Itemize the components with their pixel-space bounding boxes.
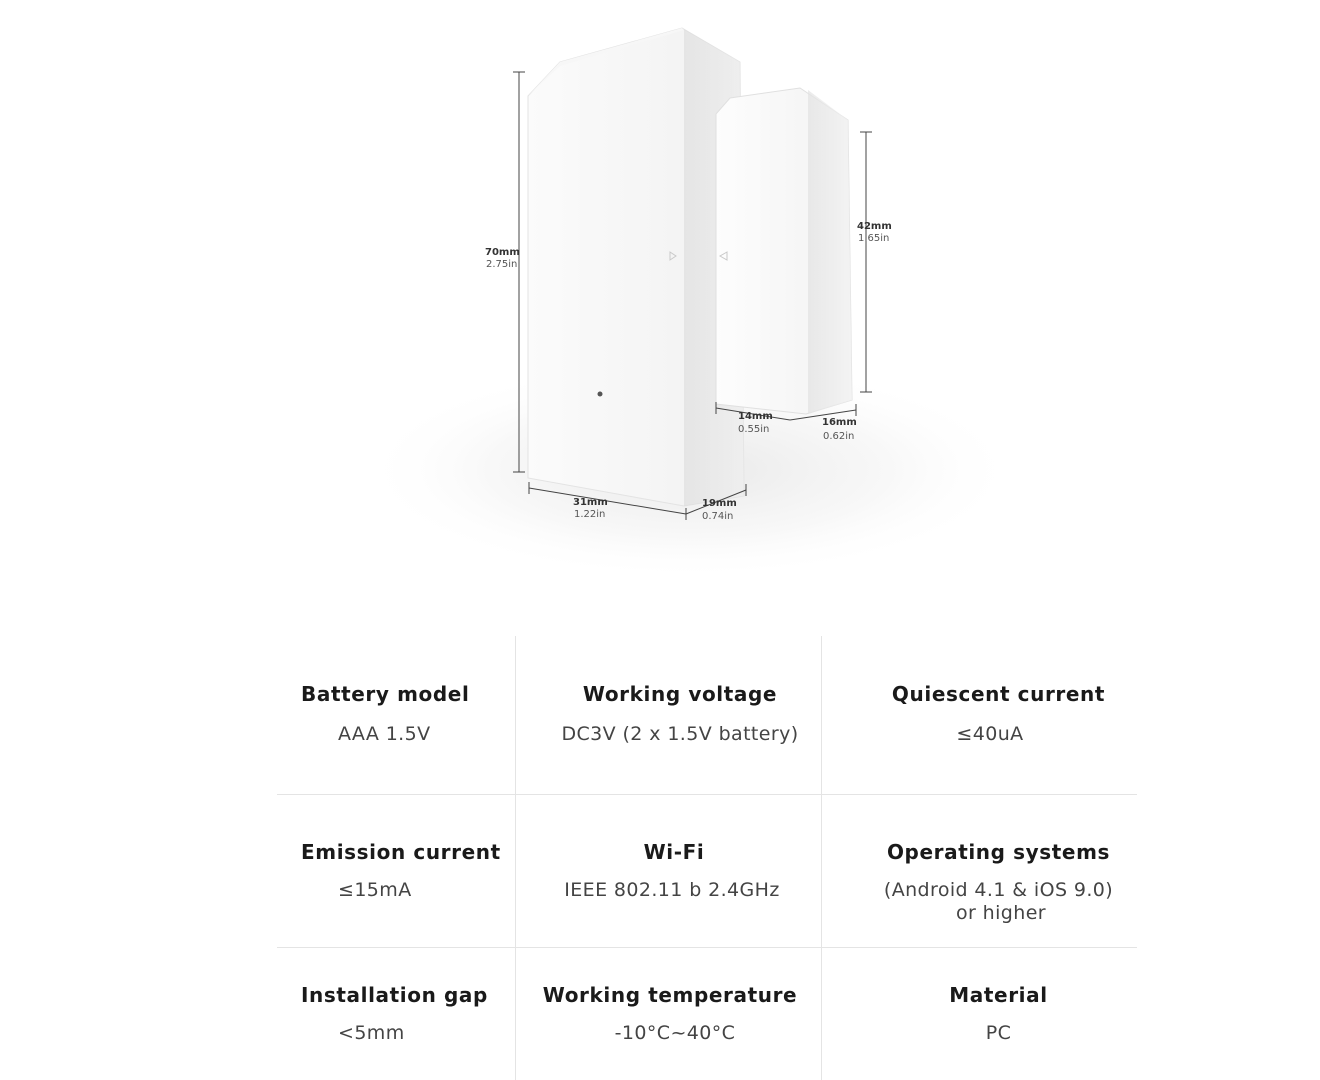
dim-magnet-width-in: 0.55in [738,424,769,435]
product-dimension-figure: 70mm 2.75in 42mm 1.65in 31mm 1.22in 19mm… [360,27,1020,580]
spec-label: Operating systems [886,840,1111,864]
spec-label: Wi-Fi [643,840,705,864]
led-indicator-icon [597,391,603,397]
dim-main-width-mm: 31mm [573,497,608,508]
row-divider [277,794,1137,795]
dim-magnet-depth-mm: 16mm [822,417,857,428]
spec-label: Emission current [301,840,501,864]
dimension-lines [513,71,872,520]
spec-value-line2: or higher [956,902,1046,924]
spec-value: -10°C~40°C [614,1022,736,1044]
spec-value: ≤40uA [956,723,1024,745]
dim-main-width-in: 1.22in [574,509,605,520]
dim-main-height-in: 2.75in [486,259,517,270]
dim-magnet-height-in: 1.65in [858,233,889,244]
arrow-mark-icon [669,251,677,261]
spec-value: AAA 1.5V [338,723,431,745]
column-divider [515,636,516,1080]
spec-value: ≤15mA [338,879,412,901]
spec-value: DC3V (2 x 1.5V battery) [561,723,799,745]
spec-value: <5mm [338,1022,405,1044]
spec-label: Working temperature [542,983,798,1007]
dim-main-height-mm: 70mm [485,247,520,258]
arrow-mark-icon [718,251,728,261]
spec-label: Material [949,983,1048,1007]
spec-value: (Android 4.1 & iOS 9.0) [883,879,1114,901]
dim-main-depth-mm: 19mm [702,498,737,509]
spec-value: IEEE 802.11 b 2.4GHz [564,879,780,901]
dim-main-depth-in: 0.74in [702,511,733,522]
column-divider [821,636,822,1080]
spec-label: Battery model [301,682,470,706]
spec-label: Quiescent current [891,682,1106,706]
spec-label: Installation gap [301,983,488,1007]
magnet-body [715,87,853,415]
spec-value: PC [985,1022,1012,1044]
dim-magnet-height-mm: 42mm [857,221,892,232]
spec-table: Battery model AAA 1.5V Working voltage D… [277,636,1137,1080]
dim-magnet-depth-in: 0.62in [823,431,854,442]
row-divider [277,947,1137,948]
dim-magnet-width-mm: 14mm [738,411,773,422]
main-sensor-body [527,27,745,507]
spec-label: Working voltage [582,682,778,706]
